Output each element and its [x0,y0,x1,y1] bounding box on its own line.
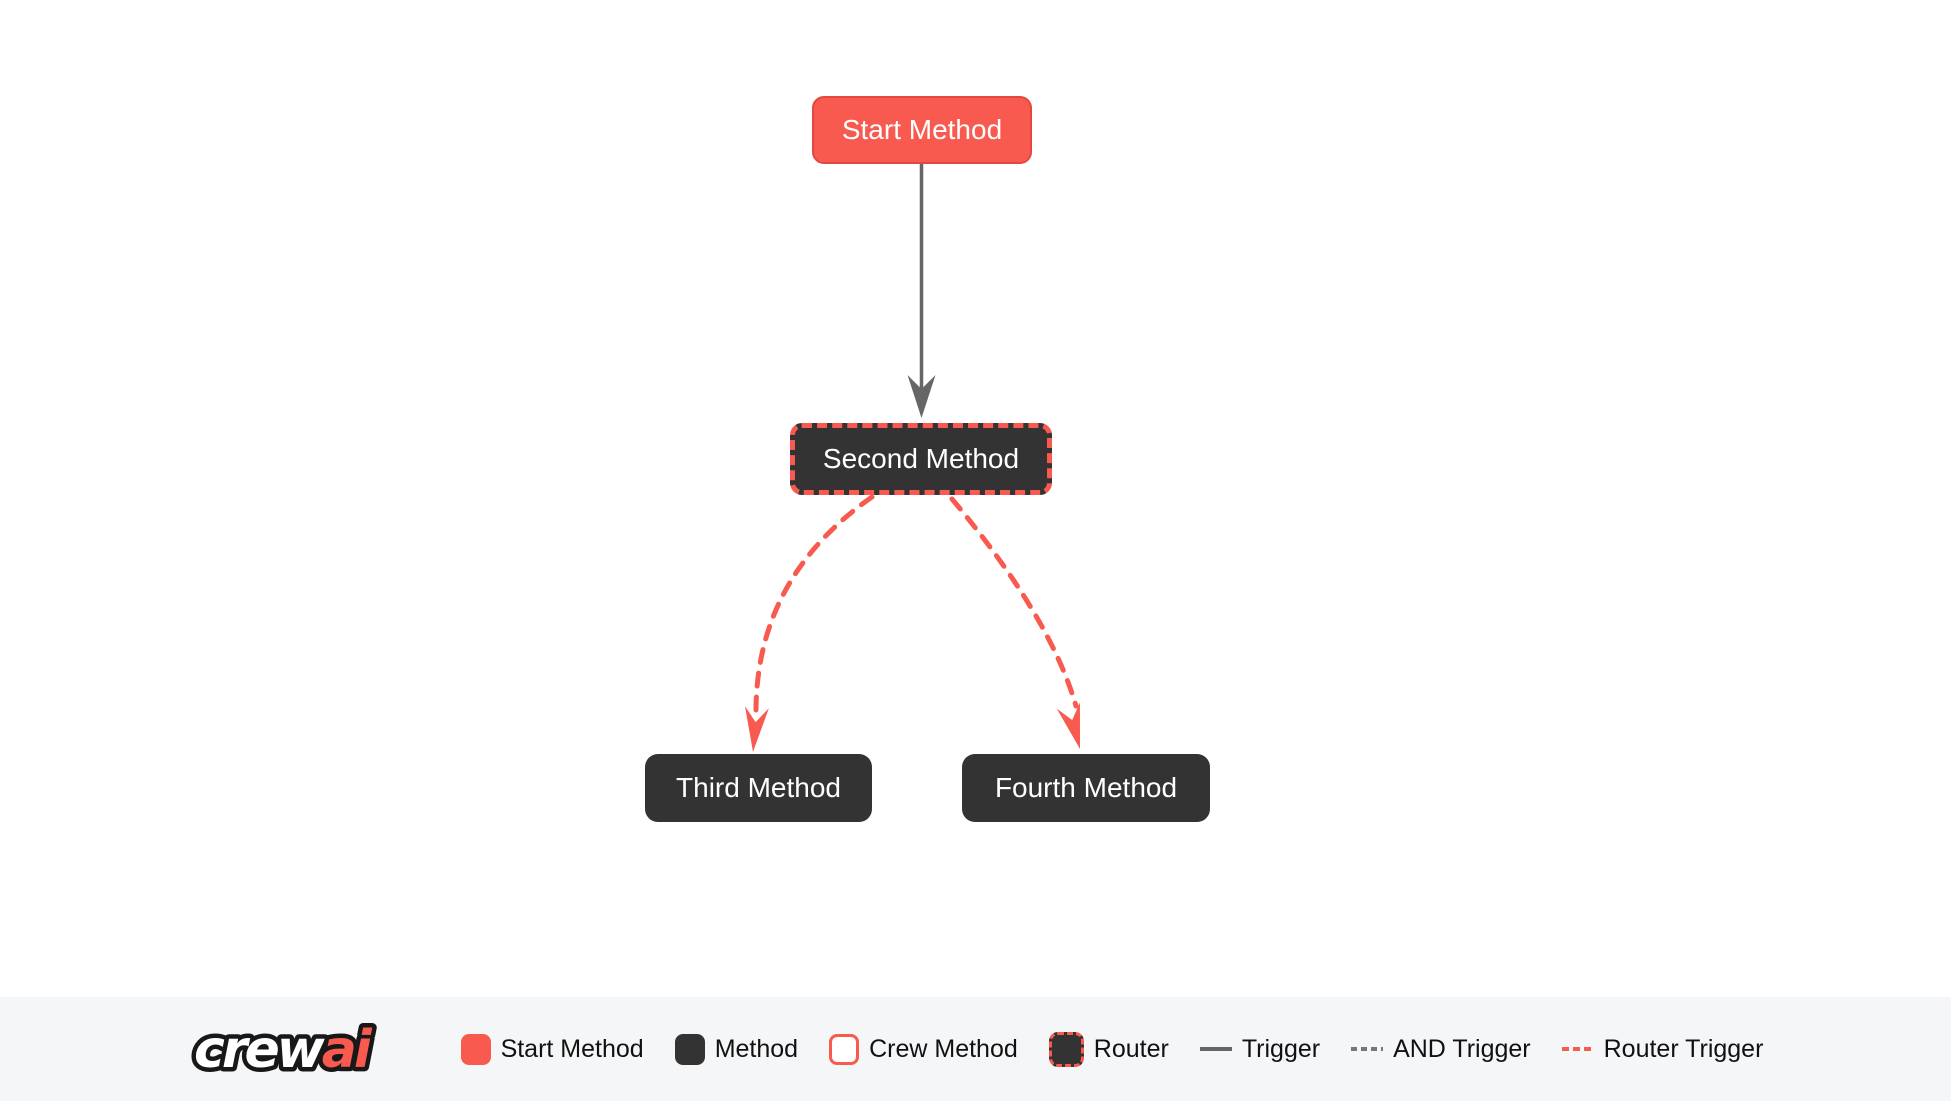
legend-item-method: Method [674,1033,799,1065]
router-swatch-icon [1048,1031,1084,1067]
node-start-method-label: Start Method [841,114,1003,145]
legend-item-crew-method: Crew Method [829,1033,1018,1065]
legend-item-start-method: Start Method [460,1033,644,1065]
legend-label: Crew Method [869,1034,1018,1063]
legend-label: Router Trigger [1603,1034,1764,1063]
trigger-line-icon [1199,1047,1232,1051]
node-second-method[interactable]: Second Method [790,423,1052,495]
node-third-method-label: Third Method [676,772,841,803]
node-third-method[interactable]: Third Method [645,754,872,822]
legend-item-and-trigger: AND Trigger [1351,1035,1531,1064]
crew-method-swatch-icon [829,1033,860,1065]
legend-label: Start Method [500,1034,644,1063]
legend-label: Trigger [1241,1034,1321,1063]
legend-item-trigger: Trigger [1199,1034,1321,1064]
legend-label: AND Trigger [1393,1034,1531,1063]
legend-item-router: Router [1048,1031,1169,1067]
legend-label: Method [714,1034,799,1063]
start-method-swatch-icon [460,1033,491,1065]
router-trigger-edge-left [753,494,875,713]
logo-crew-text: crew [194,1020,326,1080]
crewai-logo: crewai [189,1016,380,1082]
and-trigger-line-icon [1351,1047,1384,1051]
logo-ai-text: ai [321,1020,372,1080]
svg-text:crewai: crewai [194,1020,373,1080]
node-start-method[interactable]: Start Method [812,96,1032,164]
legend-label: Router [1093,1034,1169,1063]
node-fourth-method-label: Fourth Method [994,772,1178,803]
router-trigger-line-icon [1561,1047,1594,1051]
legend-item-router-trigger: Router Trigger [1561,1034,1764,1064]
router-trigger-arrowhead-right [1056,702,1080,749]
method-swatch-icon [674,1033,705,1065]
trigger-edge-arrowhead [907,375,936,418]
legend-footer: crewai Start Method Method Crew Method R… [0,997,1951,1101]
router-trigger-edge-right [949,496,1079,709]
router-trigger-arrowhead-left [744,706,769,752]
node-second-method-label: Second Method [822,443,1020,474]
node-fourth-method[interactable]: Fourth Method [962,754,1210,822]
